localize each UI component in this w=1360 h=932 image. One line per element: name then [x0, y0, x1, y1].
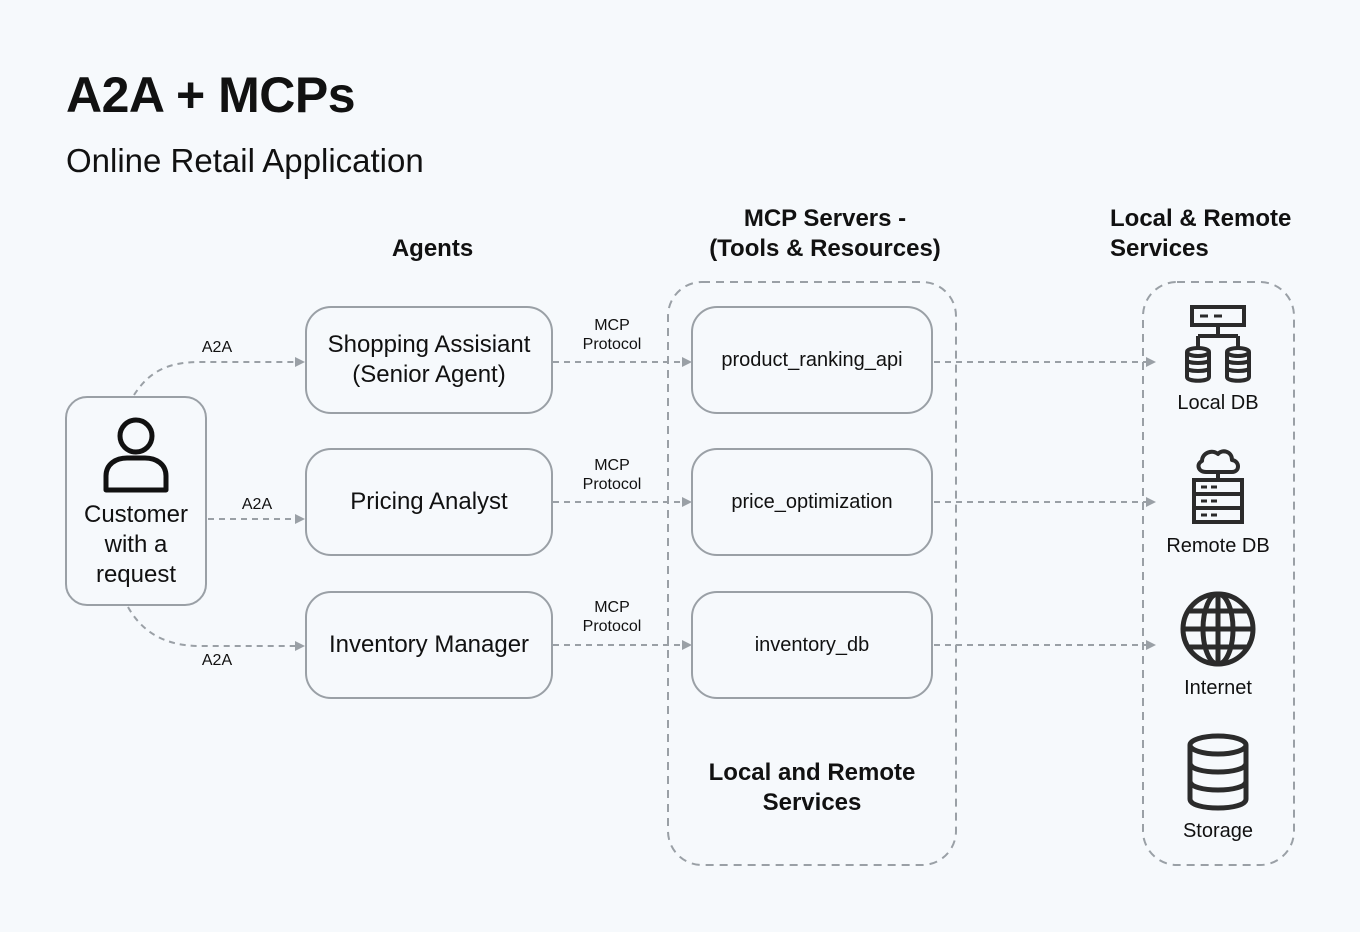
- servers-footer-line2: Services: [762, 789, 862, 816]
- a2a-label: A2A: [201, 339, 233, 356]
- services-container: [1142, 281, 1295, 866]
- mcp-servers-column-heading: MCP Servers - (Tools & Resources): [680, 204, 970, 264]
- page-title: A2A + MCPs: [66, 67, 356, 123]
- page-subtitle: Online Retail Application: [66, 142, 424, 179]
- mcp-servers-heading-line1: MCP Servers -: [743, 205, 907, 232]
- agent-label: Pricing Analyst: [350, 488, 508, 515]
- agent-label: Shopping Assisiant (Senior Agent): [328, 330, 531, 390]
- mcp-label-line2: Protocol: [582, 618, 642, 635]
- agent-pricing-analyst: Pricing Analyst: [305, 448, 553, 556]
- local-db-icon: [1185, 305, 1251, 383]
- customer-label-line3: request: [95, 561, 177, 588]
- services-column-heading: Local & Remote Services: [1110, 204, 1350, 264]
- agent-inventory-manager: Inventory Manager: [305, 591, 553, 699]
- server-inventory-db: inventory_db: [691, 591, 933, 699]
- agent-label-line2: (Senior Agent): [352, 361, 506, 388]
- mcp-label-line1: MCP: [594, 457, 630, 474]
- mcp-label-line1: MCP: [594, 317, 630, 334]
- mcp-protocol-label: MCP Protocol: [572, 598, 652, 636]
- globe-icon: [1180, 591, 1256, 667]
- mcp-label-line2: Protocol: [582, 476, 642, 493]
- service-label: Local DB: [1177, 392, 1259, 414]
- agents-column-heading: Agents: [391, 235, 474, 262]
- mcp-label-line1: MCP: [594, 599, 630, 616]
- server-label: inventory_db: [754, 633, 870, 656]
- a2a-label: A2A: [201, 652, 233, 669]
- service-label: Internet: [1184, 677, 1252, 699]
- storage-icon: [1187, 733, 1249, 811]
- servers-footer-line1: Local and Remote: [708, 759, 916, 786]
- mcp-servers-container: [667, 281, 957, 866]
- mcp-protocol-label: MCP Protocol: [572, 456, 652, 494]
- a2a-connector-bottom: [127, 606, 305, 651]
- server-label: product_ranking_api: [721, 348, 903, 371]
- agent-shopping-assistant: Shopping Assisiant (Senior Agent): [305, 306, 553, 414]
- server-label: price_optimization: [731, 490, 893, 513]
- server-price-optimization: price_optimization: [691, 448, 933, 556]
- agent-label-line1: Shopping Assisiant: [327, 331, 531, 358]
- agent-label: Inventory Manager: [328, 631, 530, 658]
- service-label: Remote DB: [1166, 535, 1270, 557]
- customer-label-line2: with a: [104, 531, 168, 558]
- customer-label: Customer with a request: [84, 500, 188, 590]
- services-heading-line1: Local & Remote: [1110, 205, 1292, 232]
- mcp-servers-heading-line2: (Tools & Resources): [709, 235, 941, 262]
- user-icon: [103, 417, 169, 493]
- mcp-label-line2: Protocol: [582, 336, 642, 353]
- service-label: Storage: [1182, 820, 1254, 842]
- customer-node: Customer with a request: [65, 396, 207, 606]
- customer-label-line1: Customer: [83, 501, 189, 528]
- services-heading-line2: Services: [1110, 235, 1209, 262]
- mcp-protocol-label: MCP Protocol: [572, 316, 652, 354]
- server-product-ranking-api: product_ranking_api: [691, 306, 933, 414]
- a2a-label: A2A: [241, 496, 273, 513]
- a2a-connector-top: [133, 357, 305, 396]
- servers-footer-label: Local and Remote Services: [672, 758, 952, 818]
- remote-db-icon: [1192, 449, 1244, 524]
